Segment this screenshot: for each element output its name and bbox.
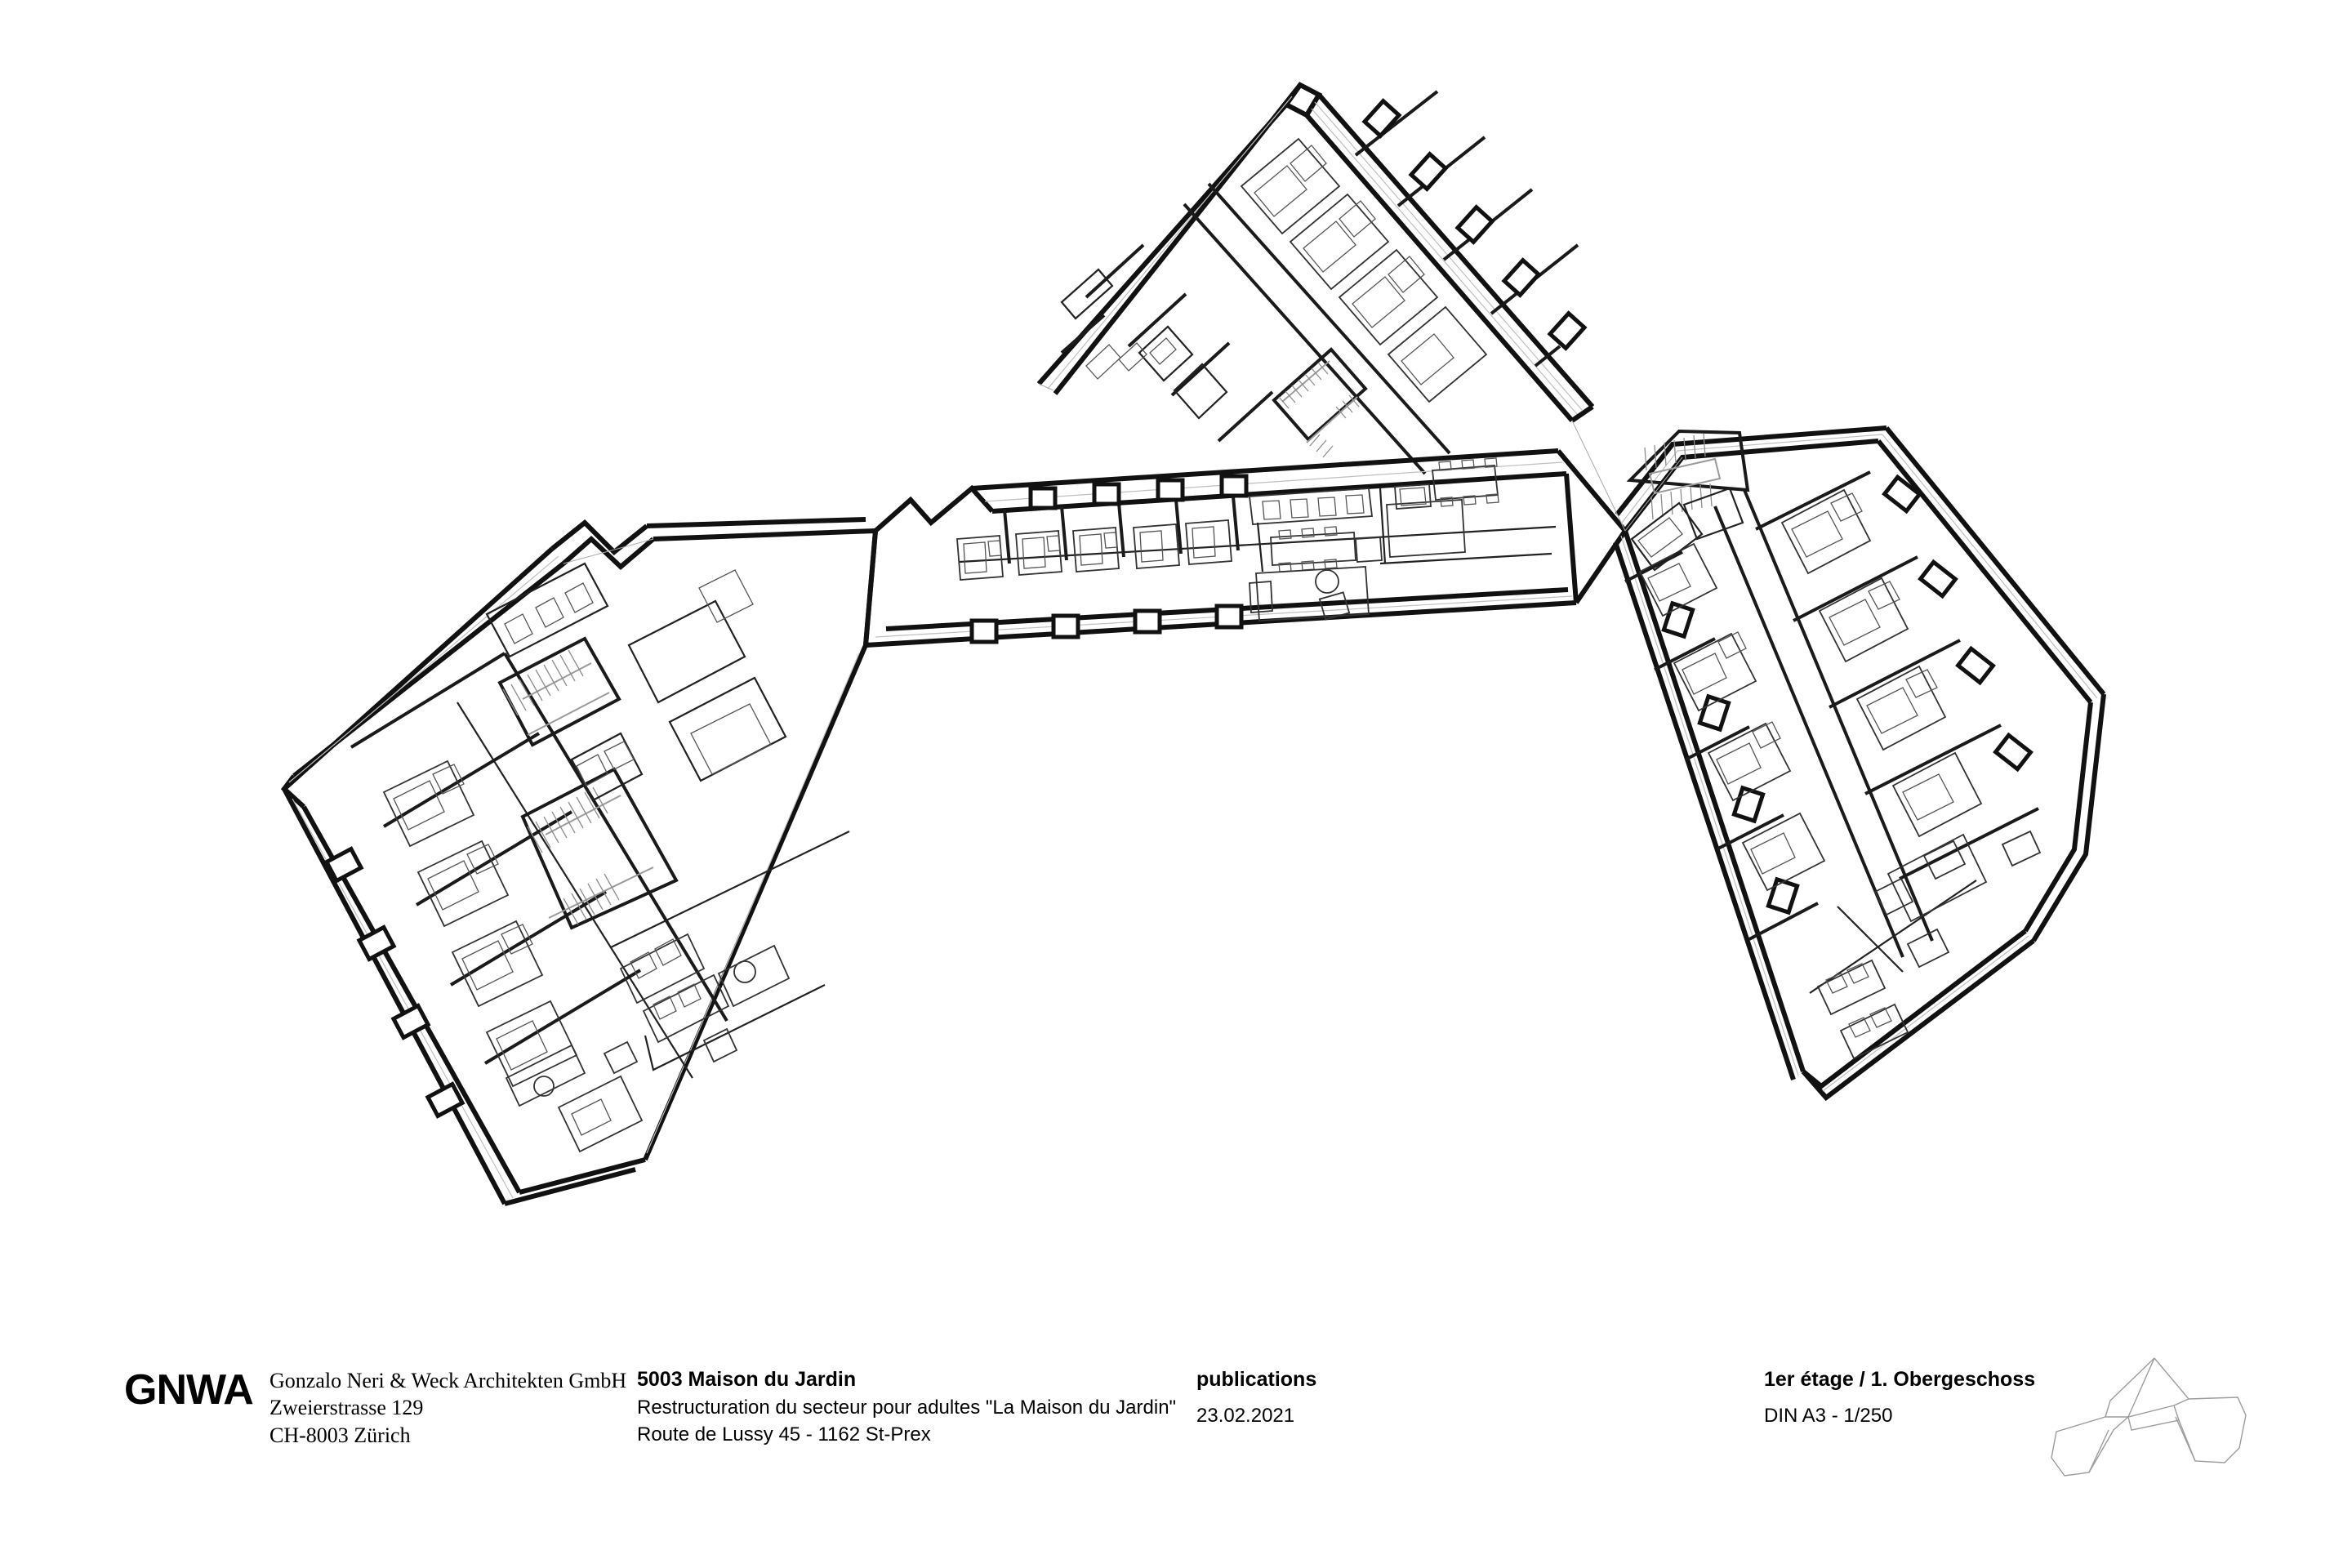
project-info: 5003 Maison du Jardin Restructuration du… (637, 1365, 1176, 1448)
bed-group-east-2 (1818, 577, 1909, 663)
construction-hairlines (563, 383, 1683, 564)
project-description: Restructuration du secteur pour adultes … (637, 1396, 1177, 1419)
east-communal-area (1809, 830, 2042, 1060)
east-wing (1613, 425, 2106, 1102)
bed-group-spine-1 (956, 535, 1004, 581)
office-logo: GNWA (124, 1366, 254, 1414)
west-communal-area (505, 831, 850, 1153)
floor-plan-svg (280, 82, 2106, 1206)
status-date: 23.02.2021 (1196, 1404, 1295, 1427)
dining-table-east (1432, 457, 1499, 507)
office-address: Gonzalo Neri & Weck Architekten GmbH Zwe… (270, 1367, 626, 1449)
kitchen-counter (1248, 488, 1374, 525)
office-name: Gonzalo Neri & Weck Architekten GmbH (270, 1369, 627, 1392)
key-plan-diagram (2051, 1357, 2247, 1477)
stair-core-east (1626, 429, 1750, 520)
office-street: Zweierstrasse 129 (270, 1396, 424, 1420)
project-address: Route de Lussy 45 - 1162 St-Prex (637, 1423, 931, 1446)
bed-group-north-1 (1240, 137, 1341, 235)
bed-group-spine-5 (1185, 519, 1232, 565)
west-wing (280, 517, 878, 1206)
plan-spacer (1764, 1394, 2035, 1402)
bed-group-east-4 (1891, 751, 1983, 838)
bed-group-north-3 (1338, 248, 1439, 346)
status-info: publications 23.02.2021 (1196, 1365, 1316, 1429)
plan-info: 1er étage / 1. Obergeschoss DIN A3 - 1/2… (1764, 1365, 2035, 1429)
status-spacer (1196, 1394, 1316, 1402)
bed-group-north-4 (1387, 305, 1488, 403)
plan-floor-label: 1er étage / 1. Obergeschoss (1764, 1368, 2036, 1391)
bed-group-east-w2 (1673, 631, 1757, 712)
status-label: publications (1196, 1368, 1317, 1391)
bed-group-spine-4 (1133, 523, 1180, 569)
bed-group-east-3 (1855, 665, 1947, 751)
bed-group-east-w3 (1707, 721, 1792, 802)
bed-group-west-3 (451, 920, 544, 1008)
dining-table-central (1270, 526, 1356, 572)
project-number-name: 5003 Maison du Jardin (637, 1368, 857, 1391)
office-city: CH-8003 Zürich (270, 1423, 411, 1447)
bed-group-north-2 (1289, 193, 1390, 291)
stair-core-north (1272, 347, 1368, 458)
bed-group-west-1 (382, 760, 475, 848)
central-spine (863, 448, 1628, 648)
bed-group-east-w4 (1741, 812, 1826, 892)
stair-core-west-lower (520, 767, 679, 930)
bed-group-spine-3 (1072, 527, 1120, 572)
plan-format-scale: DIN A3 - 1/250 (1764, 1404, 1893, 1427)
bed-group-east-1 (1780, 488, 1872, 575)
bed-group-west-2 (416, 840, 510, 928)
stair-core-west-upper (497, 636, 621, 747)
floor-plan-drawing (280, 82, 2106, 1206)
lounge-sofa-group (1355, 483, 1466, 563)
north-wing (1036, 82, 1595, 475)
bed-group-west-4 (485, 1000, 578, 1088)
bed-group-spine-2 (1015, 530, 1062, 576)
key-plan (2050, 1352, 2295, 1490)
lounge-seating-lower (1249, 566, 1370, 621)
